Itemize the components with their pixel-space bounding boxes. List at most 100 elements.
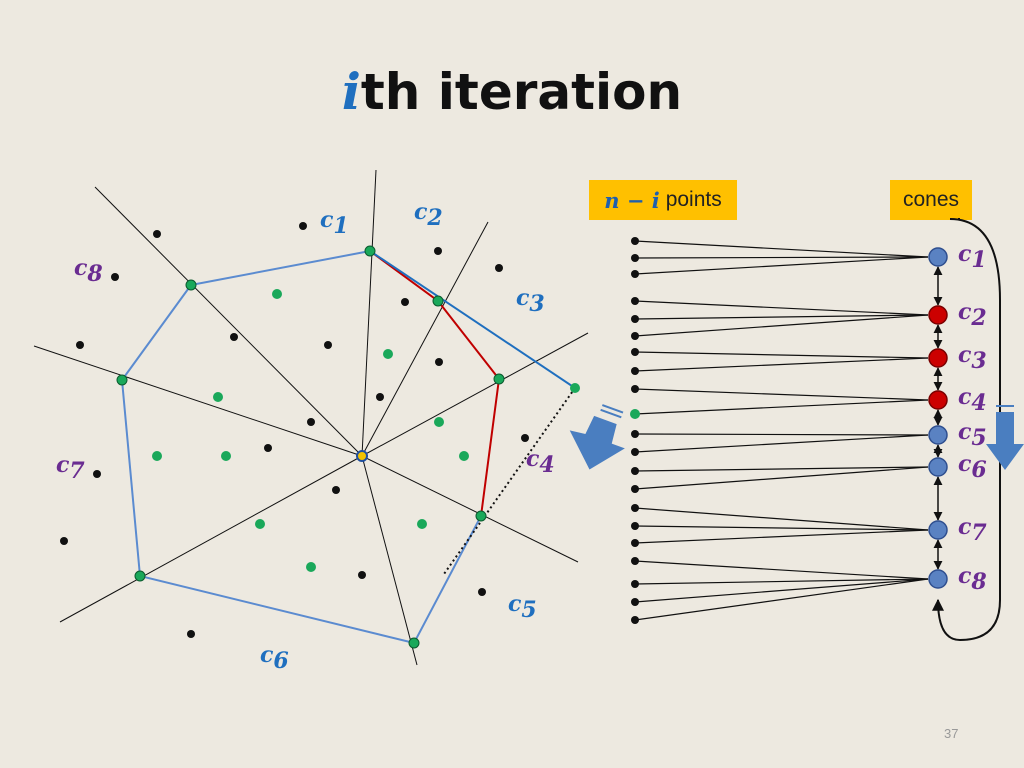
black-point-10 <box>435 358 443 366</box>
removed-hull-chain <box>369 250 501 517</box>
point-cone-link-1 <box>634 240 929 258</box>
cone-node-c8 <box>928 569 948 589</box>
hull-vertex-7 <box>116 374 128 386</box>
slide-title: ith iteration <box>0 62 1024 121</box>
black-point-6 <box>401 298 409 306</box>
point-cone-link-17 <box>634 529 929 544</box>
diagram-label-c4: c4 <box>526 446 555 478</box>
list-point-21 <box>631 616 639 624</box>
point-cone-link-20 <box>634 578 929 603</box>
cone-node-c4 <box>928 390 948 410</box>
point-cone-link-7 <box>634 351 929 359</box>
points-box-math: n − i <box>604 187 660 213</box>
black-point-16 <box>332 486 340 494</box>
hull-vertex-5 <box>408 637 420 649</box>
list-point-12 <box>631 448 639 456</box>
green-point-2 <box>383 349 393 359</box>
point-cone-link-11 <box>634 433 929 436</box>
black-point-7 <box>230 333 238 341</box>
hull-vertex-1 <box>364 245 376 257</box>
black-point-1 <box>153 230 161 238</box>
diagram-label-c1: c1 <box>320 207 349 239</box>
cone-label-c3: c3 <box>958 342 987 374</box>
black-point-3 <box>434 247 442 255</box>
black-point-4 <box>495 264 503 272</box>
list-point-3 <box>631 270 639 278</box>
diagram-label-c5: c5 <box>508 591 537 623</box>
cone-label-c7: c7 <box>958 514 987 546</box>
list-point-14 <box>631 485 639 493</box>
cone-node-c6 <box>928 457 948 477</box>
black-point-11 <box>376 393 384 401</box>
point-cone-link-18 <box>634 560 929 580</box>
hull-vertex-4 <box>475 510 487 522</box>
black-point-14 <box>521 434 529 442</box>
point-cone-link-5 <box>634 314 929 320</box>
green-point-5 <box>152 451 162 461</box>
ray-line-4 <box>361 332 589 457</box>
diagram-label-c2: c2 <box>414 199 443 231</box>
cone-node-c5 <box>928 425 948 445</box>
dotted-tangent-line <box>443 387 576 575</box>
black-point-18 <box>358 571 366 579</box>
green-point-7 <box>459 451 469 461</box>
point-cone-link-10 <box>634 399 929 415</box>
list-point-4 <box>631 297 639 305</box>
list-point-6 <box>631 332 639 340</box>
list-point-10 <box>630 409 640 419</box>
green-point-11 <box>570 383 580 393</box>
diagram-label-c3: c3 <box>516 285 545 317</box>
green-point-3 <box>213 392 223 402</box>
cone-label-c8: c8 <box>958 563 987 595</box>
cone-node-c3 <box>928 348 948 368</box>
hull-vertex-3 <box>493 373 505 385</box>
hull-boundary <box>120 284 482 645</box>
cone-node-c1 <box>928 247 948 267</box>
hull-top-edge <box>190 250 371 286</box>
cone-label-c5: c5 <box>958 419 987 451</box>
ray-line-6 <box>361 455 418 666</box>
title-math-i: i <box>341 62 361 121</box>
cones-box-label: cones <box>902 188 960 211</box>
hull-vertex-6 <box>134 570 146 582</box>
title-text: th iteration <box>360 63 683 121</box>
list-point-15 <box>631 504 639 512</box>
ray-line-7 <box>59 455 363 623</box>
new-hull-edge <box>369 250 576 389</box>
down-arrow-left-stripe-2 <box>601 404 624 414</box>
point-cone-link-16 <box>634 525 929 531</box>
list-point-9 <box>631 385 639 393</box>
list-point-16 <box>631 522 639 530</box>
point-cone-link-13 <box>634 466 929 472</box>
black-point-13 <box>264 444 272 452</box>
point-cone-link-6 <box>634 314 929 337</box>
list-point-13 <box>631 467 639 475</box>
cone-label-c6: c6 <box>958 451 987 483</box>
black-point-8 <box>76 341 84 349</box>
down-arrow-right <box>986 412 1024 470</box>
wraparound-arrow <box>932 218 1001 642</box>
point-cone-link-4 <box>634 300 929 316</box>
ray-line-1 <box>94 186 363 457</box>
point-cone-link-14 <box>634 466 929 490</box>
black-point-9 <box>324 341 332 349</box>
green-point-6 <box>221 451 231 461</box>
cone-node-c7 <box>928 520 948 540</box>
diagram-label-c7: c7 <box>56 452 85 484</box>
point-cone-link-3 <box>634 256 929 275</box>
list-point-8 <box>631 367 639 375</box>
direction-arrows <box>569 404 1024 470</box>
list-point-2 <box>631 254 639 262</box>
center-point <box>356 450 368 462</box>
list-point-17 <box>631 539 639 547</box>
green-point-1 <box>272 289 282 299</box>
page-number: 37 <box>944 726 959 741</box>
list-point-20 <box>631 598 639 606</box>
list-point-7 <box>631 348 639 356</box>
cone-label-c1: c1 <box>958 241 987 273</box>
